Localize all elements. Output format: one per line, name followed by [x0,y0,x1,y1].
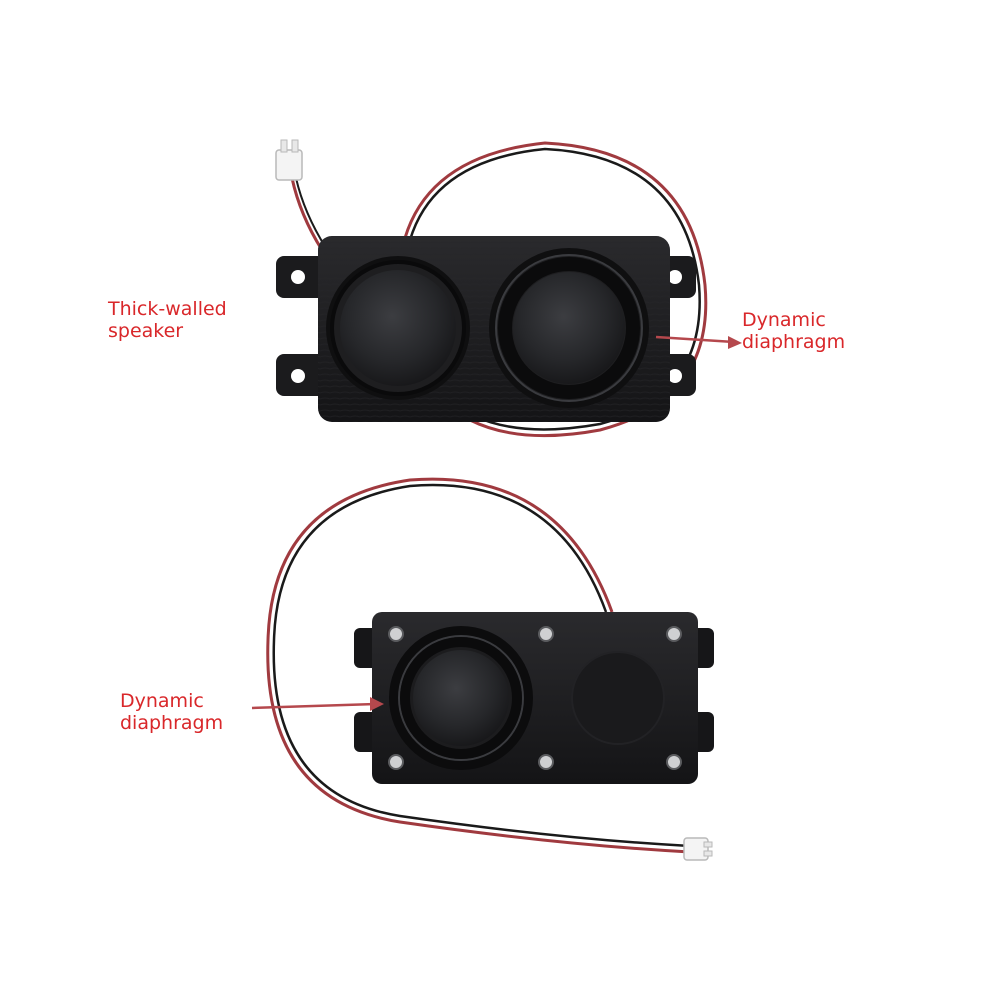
bottom-passive-radiator [571,651,665,745]
dynamic-diaphragm-label-top: Dynamic diaphragm [742,309,846,353]
bottom-driver [389,626,533,770]
top-connector [275,139,303,181]
top-wire-black [408,147,701,431]
bottom-speaker [251,477,714,861]
top-lead-wire [290,177,324,251]
thick-walled-speaker-label: Thick-walled speaker [108,298,227,342]
bottom-callout-arrow [251,697,384,711]
bottom-wire-black [272,483,691,848]
top-driver-left [326,256,470,400]
top-driver-right [489,248,649,408]
top-speaker [275,139,742,438]
bottom-wire-red [266,477,691,854]
bottom-connector [683,837,713,861]
dynamic-diaphragm-label-bottom: Dynamic diaphragm [120,690,224,734]
top-callout-arrow [655,335,742,349]
top-wire-red [403,141,708,438]
bottom-screws [388,626,682,770]
